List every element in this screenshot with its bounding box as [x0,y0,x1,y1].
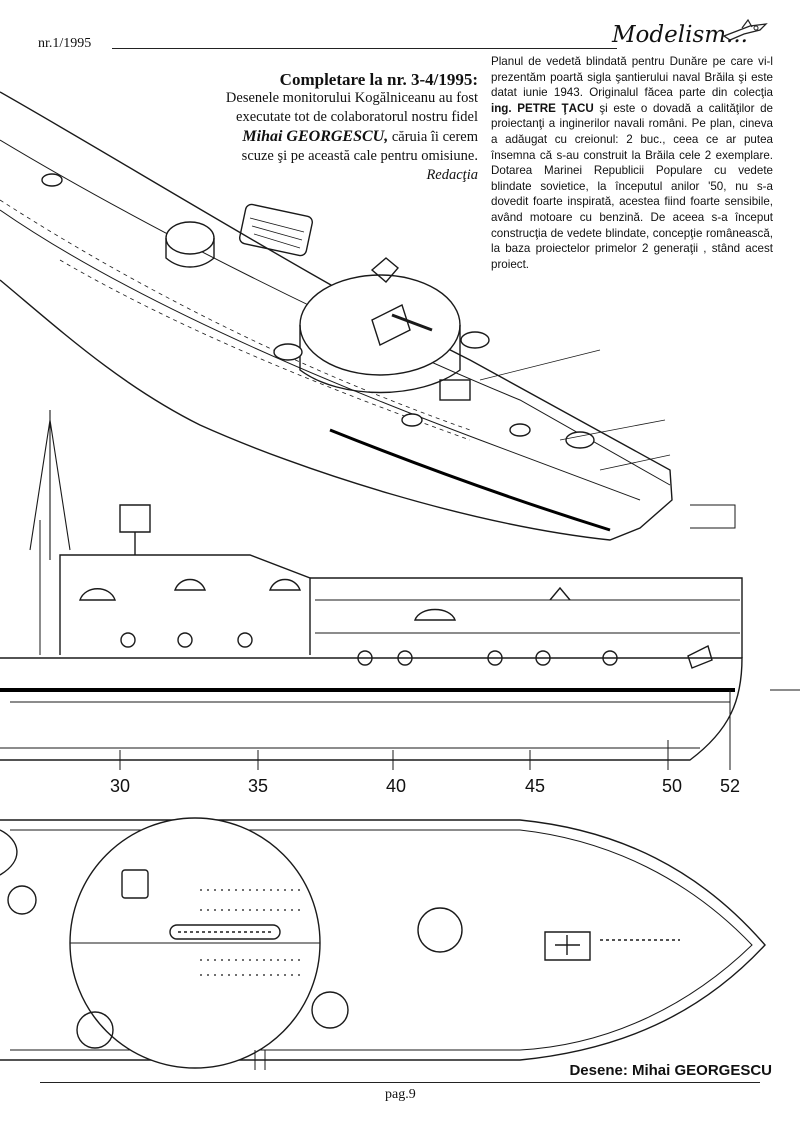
frame-label: 52 [720,776,740,796]
plane-icon [722,18,768,41]
notice-line: Mihai GEORGESCU, căruia îi cerem [178,127,478,147]
header-rule [112,48,617,49]
frame-scale: 30 35 40 45 50 52 [110,776,740,796]
notice-signature: Redacţia [426,167,478,183]
page-number: pag.9 [385,1087,416,1102]
article-part: şi este o dovadă a calităţilor de proiec… [491,101,773,271]
notice-line-rest: căruia îi cerem [388,129,478,145]
top-view [0,817,766,1070]
drawing-credit: Desene: Mihai GEORGESCU [569,1062,772,1079]
correction-notice: Completare la nr. 3-4/1995: Desenele mon… [178,70,478,185]
side-view [0,410,800,770]
frame-label: 50 [662,776,682,796]
article-part: Planul de vedetă blindată pentru Dunăre … [491,55,773,100]
frame-label: 45 [525,776,545,796]
perspective-view [0,91,673,541]
frame-label: 35 [248,776,268,796]
notice-line: Desenele monitorului Kogălniceanu au fos… [225,90,478,106]
footer-rule [40,1082,760,1083]
notice-line: scuze şi pe această cale pentru omisiune… [241,148,478,164]
notice-author: Mihai GEORGESCU, [242,128,389,145]
issue-number: nr.1/1995 [38,36,92,51]
article-text: Planul de vedetă blindată pentru Dunăre … [491,54,773,272]
article-author: ing. PETRE ŢACU [491,101,594,115]
frame-label: 30 [110,776,130,796]
notice-line: executate tot de colaboratorul nostru fi… [236,109,478,125]
frame-label: 40 [386,776,406,796]
notice-title: Completare la nr. 3-4/1995: [279,70,478,89]
